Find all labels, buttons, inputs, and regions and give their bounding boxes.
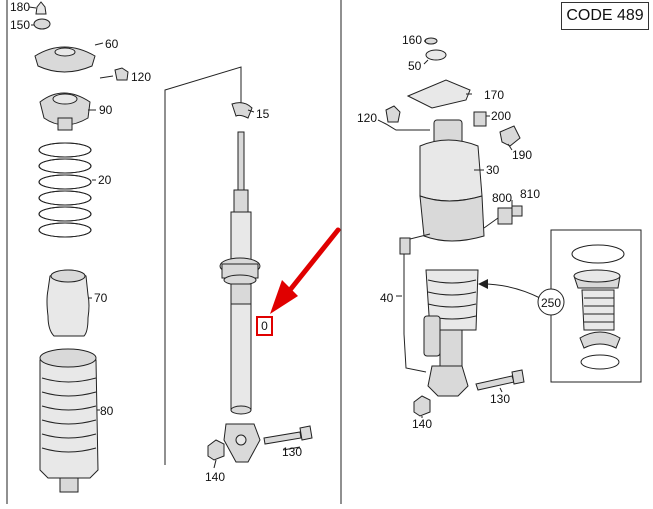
left-labels: 180 150 60 120 90 20 70 80 15 140 130 bbox=[10, 0, 302, 484]
label-810: 810 bbox=[520, 187, 540, 201]
part-150-nut bbox=[31, 18, 51, 30]
part-30-air-strut bbox=[419, 119, 485, 397]
label-150: 150 bbox=[10, 18, 30, 32]
part-60-top-mount bbox=[34, 42, 104, 73]
label-40: 40 bbox=[380, 291, 394, 305]
part-170-plate bbox=[406, 79, 472, 109]
callout-arrow-250 bbox=[481, 283, 541, 299]
part-120-nut-right bbox=[377, 105, 430, 131]
part-180-cap bbox=[28, 1, 47, 15]
right-labels: 160 50 170 120 200 190 30 800 810 40 250… bbox=[357, 33, 561, 431]
part-800-810-connector bbox=[483, 200, 523, 229]
label-15: 15 bbox=[256, 107, 270, 121]
label-120-left: 120 bbox=[131, 70, 151, 84]
label-60: 60 bbox=[105, 37, 119, 51]
label-190: 190 bbox=[512, 148, 532, 162]
label-90: 90 bbox=[99, 103, 113, 117]
part-130-bolt-right bbox=[475, 369, 525, 393]
label-80: 80 bbox=[100, 404, 114, 418]
label-50: 50 bbox=[408, 59, 422, 73]
label-130-left: 130 bbox=[282, 445, 302, 459]
label-70: 70 bbox=[94, 291, 108, 305]
label-30: 30 bbox=[486, 163, 500, 177]
label-180: 180 bbox=[10, 0, 30, 14]
part-140-nut-left bbox=[207, 439, 225, 469]
label-800: 800 bbox=[492, 191, 512, 205]
part-0-shock-absorber bbox=[219, 131, 261, 463]
label-140-left: 140 bbox=[205, 470, 225, 484]
part-20-coil-spring bbox=[38, 142, 96, 238]
part-70-bump-stop bbox=[46, 269, 92, 337]
part-200-fitting bbox=[473, 111, 490, 127]
code-label: CODE 489 bbox=[566, 7, 644, 24]
label-20: 20 bbox=[98, 173, 112, 187]
part-140-nut-right bbox=[413, 395, 431, 418]
label-160: 160 bbox=[402, 33, 422, 47]
label-200: 200 bbox=[491, 109, 511, 123]
part-160-washer bbox=[424, 37, 438, 45]
label-120-right: 120 bbox=[357, 111, 377, 125]
label-140-right: 140 bbox=[412, 417, 432, 431]
part-190-valve bbox=[499, 125, 521, 151]
highlighted-part-callout[interactable]: 0 bbox=[256, 316, 273, 336]
callout-circle-250 bbox=[537, 288, 565, 316]
callout-arrowhead-250 bbox=[478, 279, 488, 289]
part-250-boot-kit bbox=[571, 244, 625, 370]
label-130-right: 130 bbox=[490, 392, 510, 406]
part-80-dust-boot bbox=[39, 348, 100, 493]
part-130-bolt-left bbox=[263, 425, 313, 451]
label-170: 170 bbox=[484, 88, 504, 102]
code-label-box: CODE 489 bbox=[561, 2, 649, 30]
red-annotation-arrow bbox=[270, 227, 341, 314]
part-120-nut bbox=[99, 67, 129, 81]
label-250: 250 bbox=[541, 296, 561, 310]
leader-bracket-left bbox=[164, 66, 242, 465]
part-90-strut-mount bbox=[39, 92, 96, 131]
part-15-clip bbox=[231, 102, 255, 119]
part-50-ring bbox=[423, 49, 447, 65]
highlighted-part-number: 0 bbox=[261, 319, 268, 333]
part-40-sensor-cable bbox=[396, 233, 431, 373]
